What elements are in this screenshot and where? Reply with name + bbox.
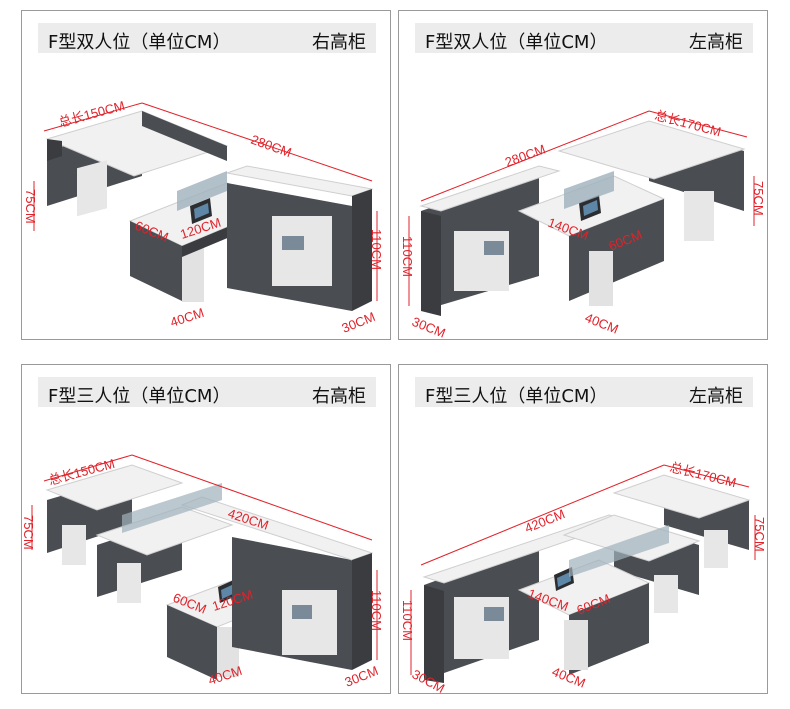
- desk-height-label: 75CM: [751, 181, 766, 216]
- panel-header: F型双人位（单位CM） 左高柜: [415, 23, 753, 53]
- product-panel-double-left: F型双人位（单位CM） 左高柜 280CM 总长170CM 75CM 110CM…: [398, 10, 768, 340]
- long-side-label: 420CM: [226, 506, 271, 533]
- cabinet-height-label: 110CM: [400, 600, 415, 641]
- cabinet-side-label: 右高柜: [312, 386, 366, 407]
- panel-title: F型三人位（单位CM）: [48, 386, 231, 407]
- panel-header: F型三人位（单位CM） 右高柜: [38, 377, 376, 407]
- pedestal-label: 40CM: [583, 310, 621, 337]
- desk-illustration: 420CM 总长170CM 75CM 110CM 140CM 60CM 40CM…: [400, 459, 767, 693]
- cabinet-height-label: 110CM: [369, 229, 384, 270]
- desk-illustration: 280CM 总长170CM 75CM 110CM 140CM 60CM 40CM…: [400, 107, 766, 340]
- desk-height-label: 75CM: [752, 517, 767, 552]
- panel-header: F型三人位（单位CM） 左高柜: [415, 377, 753, 407]
- product-panel-triple-left: F型三人位（单位CM） 左高柜 420CM 总长170CM 75CM 110C: [398, 364, 768, 694]
- desk-height-label: 75CM: [22, 515, 36, 550]
- cabinet-height-label: 110CM: [400, 236, 415, 277]
- cabinet-side-label: 右高柜: [312, 32, 366, 53]
- cabinet-depth-label: 30CM: [410, 314, 448, 340]
- product-panel-triple-right: F型三人位（单位CM） 右高柜 总长150CM 420CM 75CM 110C: [21, 364, 391, 694]
- long-side-label: 280CM: [249, 132, 294, 160]
- product-panel-double-right: F型双人位（单位CM） 右高柜 总长150CM 280CM 75CM: [21, 10, 391, 340]
- panel-title: F型双人位（单位CM）: [425, 32, 608, 53]
- cabinet-height-label: 110CM: [369, 590, 384, 631]
- desk-illustration: 总长150CM 280CM 75CM 110CM 60CM 120CM 40CM…: [23, 98, 384, 336]
- panel-header: F型双人位（单位CM） 右高柜: [38, 23, 376, 53]
- cabinet-depth-label: 30CM: [340, 309, 378, 336]
- panel-title: F型双人位（单位CM）: [48, 32, 231, 53]
- desk-illustration: 总长150CM 420CM 75CM 110CM 60CM 120CM 40CM…: [22, 454, 384, 690]
- pedestal-label: 40CM: [168, 305, 206, 330]
- long-side-label: 280CM: [503, 141, 548, 169]
- panel-title: F型三人位（单位CM）: [425, 386, 608, 407]
- cabinet-side-label: 左高柜: [689, 32, 743, 53]
- cabinet-side-label: 左高柜: [689, 386, 743, 407]
- desk-height-label: 75CM: [23, 189, 38, 224]
